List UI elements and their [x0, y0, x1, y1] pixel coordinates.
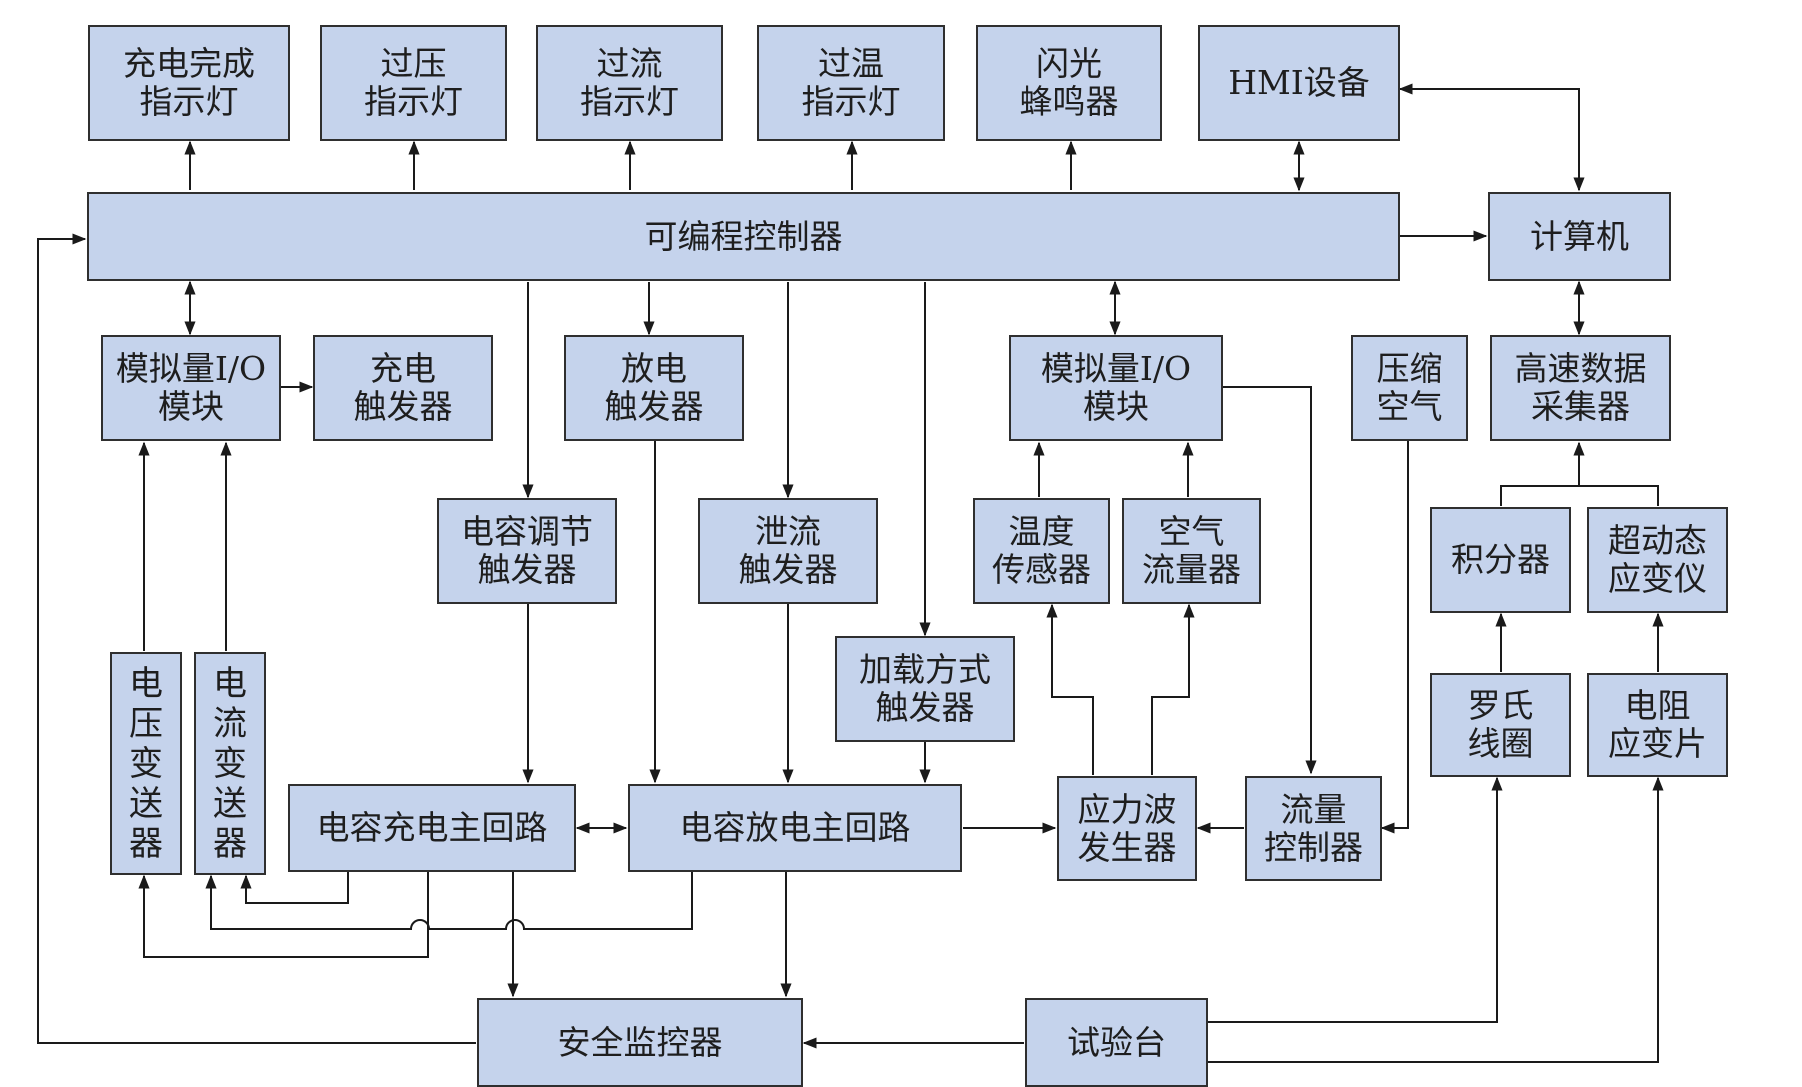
overtemp-indicator: 过温 指示灯	[757, 25, 945, 141]
compressed-air: 压缩 空气	[1351, 335, 1468, 441]
test-bench: 试验台	[1025, 998, 1208, 1087]
wire-hmi-computer	[1398, 83, 1585, 192]
wire-aio-flow-controller	[1223, 386, 1317, 775]
wire-charge-to-vt	[138, 872, 429, 958]
overcurrent-indicator: 过流 指示灯	[536, 25, 723, 141]
capacitor-adjust-trigger: 电容调节 触发器	[437, 498, 617, 604]
capacitor-discharge-main-circuit: 电容放电主回路	[628, 784, 962, 872]
flow-controller: 流量 控制器	[1245, 776, 1382, 881]
rogowski-coil: 罗氏 线圈	[1430, 673, 1571, 777]
air-flowmeter: 空气 流量器	[1122, 498, 1261, 604]
wire-charge-to-ct	[240, 872, 349, 904]
ultra-dynamic-strain-meter: 超动态 应变仪	[1587, 507, 1728, 613]
wire-stress-temp	[1046, 603, 1094, 775]
load-mode-trigger: 加载方式 触发器	[835, 636, 1015, 742]
safety-monitor: 安全监控器	[477, 998, 803, 1087]
current-transmitter: 电 流 变 送 器	[194, 652, 266, 875]
programmable-controller: 可编程控制器	[87, 192, 1400, 281]
capacitor-charge-main-circuit: 电容充电主回路	[288, 784, 576, 872]
analog-io-module-left: 模拟量I/O 模块	[101, 335, 281, 441]
wire-bench-gauge	[1208, 776, 1664, 1063]
wire-safety-plc	[37, 233, 476, 1044]
stress-wave-generator: 应力波 发生器	[1057, 776, 1197, 881]
discharge-trigger: 放电 触发器	[564, 335, 744, 441]
high-speed-daq: 高速数据 采集器	[1490, 335, 1671, 441]
flash-buzzer: 闪光 蜂鸣器	[976, 25, 1162, 141]
overvoltage-indicator: 过压 指示灯	[320, 25, 507, 141]
wire-air-flow-controller	[1380, 441, 1409, 834]
wire-bench-rogowski	[1208, 776, 1503, 1023]
wire-integrator-daq	[1500, 485, 1659, 506]
analog-io-module-right: 模拟量I/O 模块	[1009, 335, 1223, 441]
wire-stress-flow	[1151, 603, 1195, 775]
computer: 计算机	[1488, 192, 1671, 281]
wire-discharge-to-ct	[205, 872, 693, 930]
resistance-strain-gauge: 电阻 应变片	[1587, 673, 1728, 777]
charge-complete-indicator: 充电完成 指示灯	[88, 25, 290, 141]
voltage-transmitter: 电 压 变 送 器	[110, 652, 182, 875]
bleed-trigger: 泄流 触发器	[698, 498, 878, 604]
integrator: 积分器	[1430, 507, 1571, 613]
hmi-device: HMI设备	[1198, 25, 1400, 141]
temperature-sensor: 温度 传感器	[973, 498, 1110, 604]
charge-trigger: 充电 触发器	[313, 335, 493, 441]
